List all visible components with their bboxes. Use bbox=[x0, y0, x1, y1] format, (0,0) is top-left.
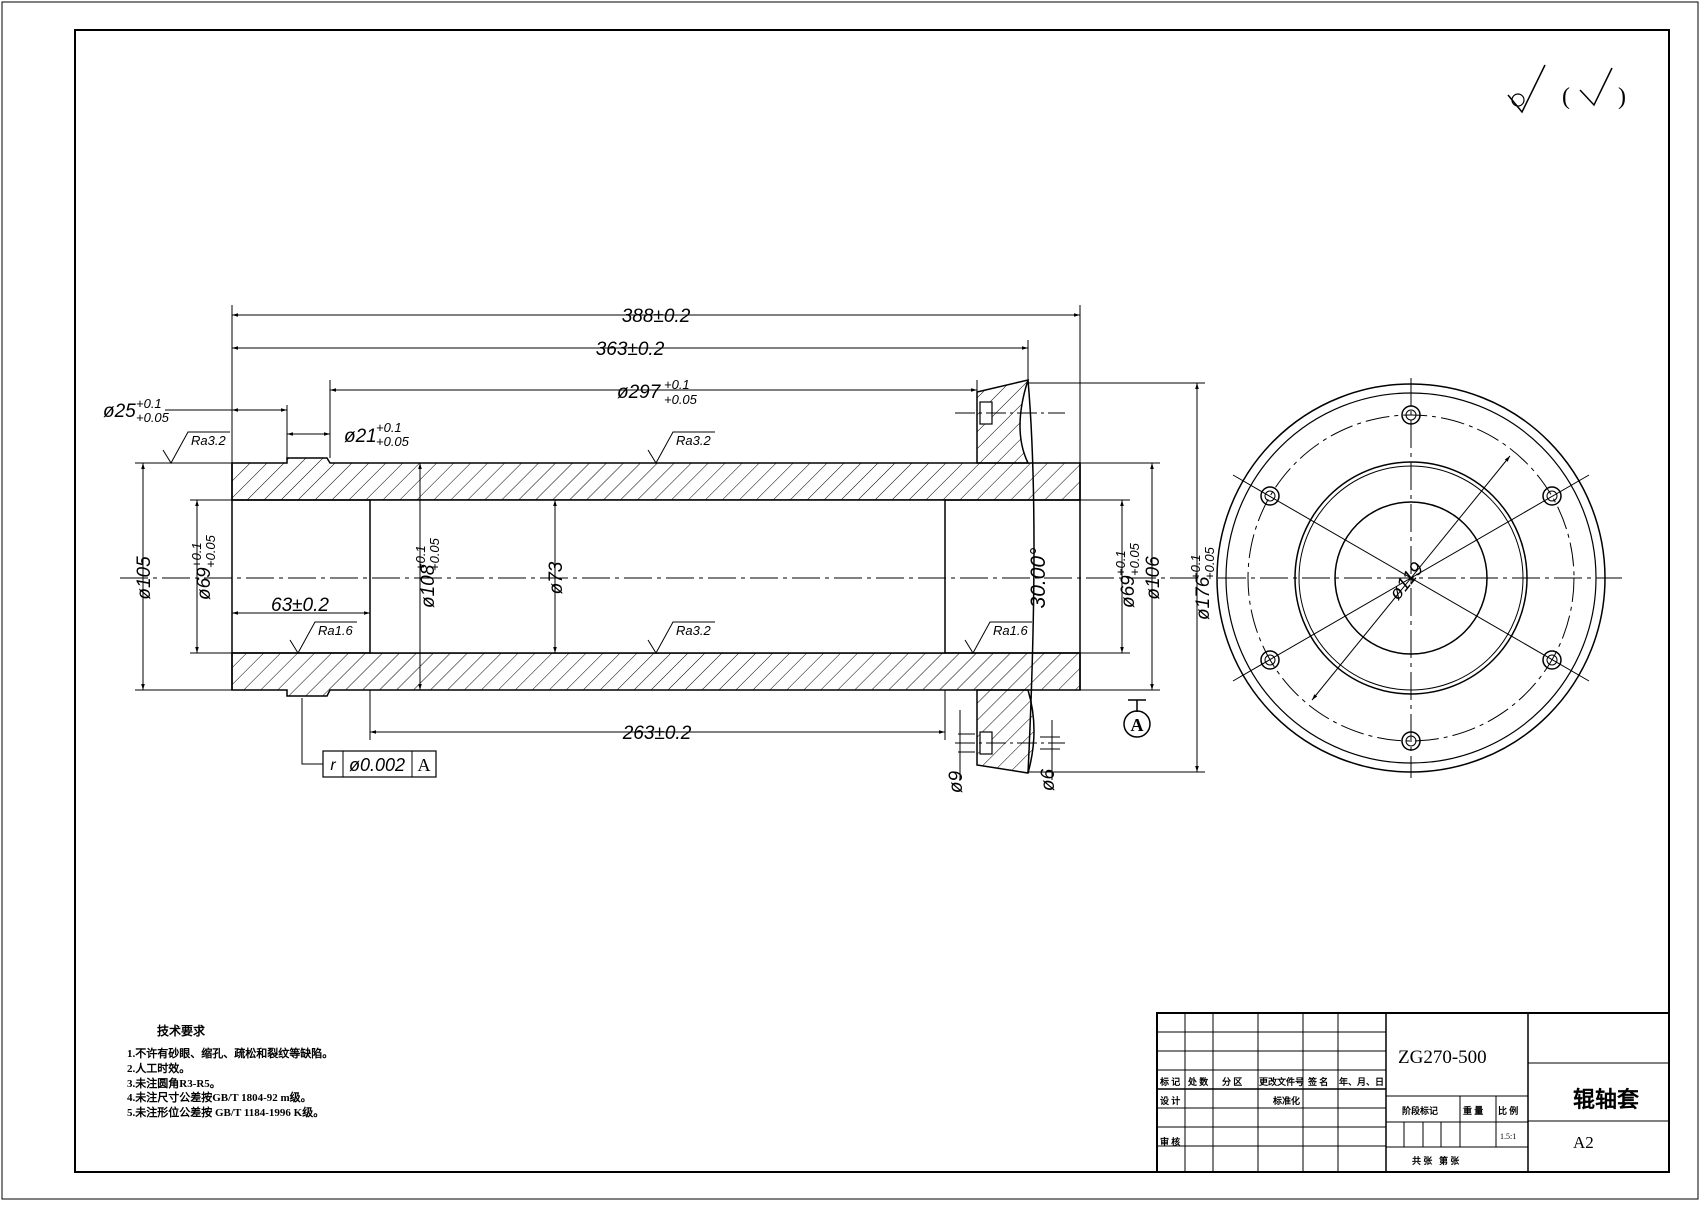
dim-176-base: ø176 bbox=[1193, 576, 1214, 620]
tech-requirements: 技术要求 1.不许有砂眼、缩孔、疏松和裂纹等缺陷。 2.人工时效。 3.未注圆角… bbox=[127, 1023, 333, 1119]
tb-gongzhang: 共 张 第 张 bbox=[1412, 1155, 1460, 1166]
tech-item-4: 4.未注尺寸公差按GB/T 1804-92 m级。 bbox=[127, 1090, 312, 1104]
tb-gengai: 更改文件号 bbox=[1259, 1076, 1304, 1087]
tech-item-5: 5.未注形位公差按 GB/T 1184-1996 K级。 bbox=[127, 1105, 324, 1119]
tb-biaozhunhua: 标准化 bbox=[1272, 1095, 1300, 1106]
flange-upper bbox=[976, 378, 1030, 464]
tb-biaoji: 标 记 bbox=[1159, 1076, 1180, 1087]
geometric-tolerance-frame: r ø0.002 A bbox=[301, 698, 437, 778]
dim-69l-up: +0.1 bbox=[189, 542, 204, 568]
tb-chushu: 处 数 bbox=[1187, 1076, 1209, 1087]
end-view: ø119 bbox=[1216, 378, 1622, 778]
ra-16-a: Ra1.6 bbox=[318, 623, 353, 638]
bolt-holes bbox=[1260, 405, 1562, 751]
dim-297-dn: +0.05 bbox=[664, 392, 698, 407]
dim-69l-base: ø69 bbox=[194, 567, 215, 600]
ra-32-c: Ra3.2 bbox=[676, 623, 711, 638]
dim-25-dn: +0.05 bbox=[136, 410, 170, 425]
dim-21-dn: +0.05 bbox=[376, 434, 410, 449]
tb-part-name: 辊轴套 bbox=[1573, 1087, 1639, 1112]
tb-sheji: 设 计 bbox=[1160, 1095, 1180, 1106]
dim-9: ø9 bbox=[946, 770, 967, 793]
tb-fenqu: 分 区 bbox=[1222, 1076, 1242, 1087]
dim-69r-up: +0.1 bbox=[1113, 550, 1128, 576]
dim-263: 263±0.2 bbox=[622, 723, 692, 744]
ra-32-b: Ra3.2 bbox=[676, 433, 711, 448]
dim-69r-dn: +0.05 bbox=[1127, 542, 1142, 576]
datum-letter: A bbox=[1131, 715, 1144, 735]
tb-bili: 比 例 bbox=[1498, 1105, 1518, 1116]
title-block: 标 记 处 数 分 区 更改文件号 签 名 年、月、日 设 计 标准化 审 核 … bbox=[1156, 1012, 1670, 1173]
dim-73: ø73 bbox=[546, 561, 567, 594]
bore-ø73 bbox=[369, 499, 946, 654]
tol-value: ø0.002 bbox=[349, 755, 405, 775]
roughness-marks: Ra3.2 Ra3.2 Ra3.2 Ra1.6 Ra1.6 bbox=[162, 431, 1032, 654]
dimensions: 388±0.2 363±0.2 ø297 +0.1 +0.05 ø25 +0.1… bbox=[103, 305, 1217, 793]
dim-388: 388±0.2 bbox=[622, 306, 691, 327]
default-roughness-symbol: ( ) bbox=[1507, 64, 1626, 114]
dim-108-base: ø108 bbox=[418, 564, 439, 608]
tb-jieduan: 阶段标记 bbox=[1402, 1105, 1438, 1116]
ra-32-a: Ra3.2 bbox=[191, 433, 226, 448]
ra-16-b: Ra1.6 bbox=[993, 623, 1028, 638]
dim-21-up: +0.1 bbox=[376, 420, 402, 435]
lower-wall-section bbox=[231, 652, 1081, 697]
tb-riqi: 年、月、日 bbox=[1339, 1076, 1384, 1087]
tb-qianming: 签 名 bbox=[1307, 1076, 1328, 1087]
datum-circle bbox=[1123, 710, 1151, 738]
upper-wall-section bbox=[231, 457, 1081, 501]
dim-363: 363±0.2 bbox=[596, 339, 665, 360]
tech-item-1: 1.不许有砂眼、缩孔、疏松和裂纹等缺陷。 bbox=[127, 1046, 333, 1060]
dim-176-up: +0.1 bbox=[1188, 554, 1203, 580]
dim-105: ø105 bbox=[134, 556, 155, 600]
dim-176-dn: +0.05 bbox=[1202, 546, 1217, 580]
tech-item-3: 3.未注圆角R3-R5。 bbox=[127, 1076, 221, 1090]
dim-30deg: 30.00° bbox=[1027, 548, 1050, 609]
dim-69r-base: ø69 bbox=[1118, 575, 1139, 608]
tb-sheet-size: A2 bbox=[1573, 1133, 1594, 1152]
inner-frame bbox=[74, 29, 1670, 1173]
dim-6: ø6 bbox=[1038, 768, 1059, 791]
tech-title: 技术要求 bbox=[157, 1023, 206, 1038]
dim-25-up: +0.1 bbox=[136, 396, 162, 411]
tech-item-2: 2.人工时效。 bbox=[127, 1061, 190, 1075]
section-view bbox=[120, 378, 1205, 774]
dim-297-up: +0.1 bbox=[664, 377, 690, 392]
tb-material: ZG270-500 bbox=[1398, 1047, 1487, 1068]
tb-zhongliang: 重 量 bbox=[1463, 1105, 1483, 1116]
dim-106: ø106 bbox=[1143, 556, 1164, 600]
dim-69l-dn: +0.05 bbox=[203, 534, 218, 568]
tol-datum: A bbox=[418, 755, 431, 775]
tb-scale: 1.5:1 bbox=[1500, 1132, 1516, 1141]
dim-108-up: +0.1 bbox=[413, 545, 428, 571]
tol-symbol: r bbox=[330, 757, 336, 774]
tb-shenhe: 审 核 bbox=[1160, 1136, 1180, 1147]
dim-25-base: ø25 bbox=[103, 401, 136, 422]
dim-108-dn: +0.05 bbox=[427, 537, 442, 571]
dim-63: 63±0.2 bbox=[271, 595, 329, 616]
dim-297-base: ø297 bbox=[617, 382, 662, 403]
dim-21-base: ø21 bbox=[344, 426, 377, 447]
roughness-bracket: ( ) bbox=[1562, 84, 1626, 110]
